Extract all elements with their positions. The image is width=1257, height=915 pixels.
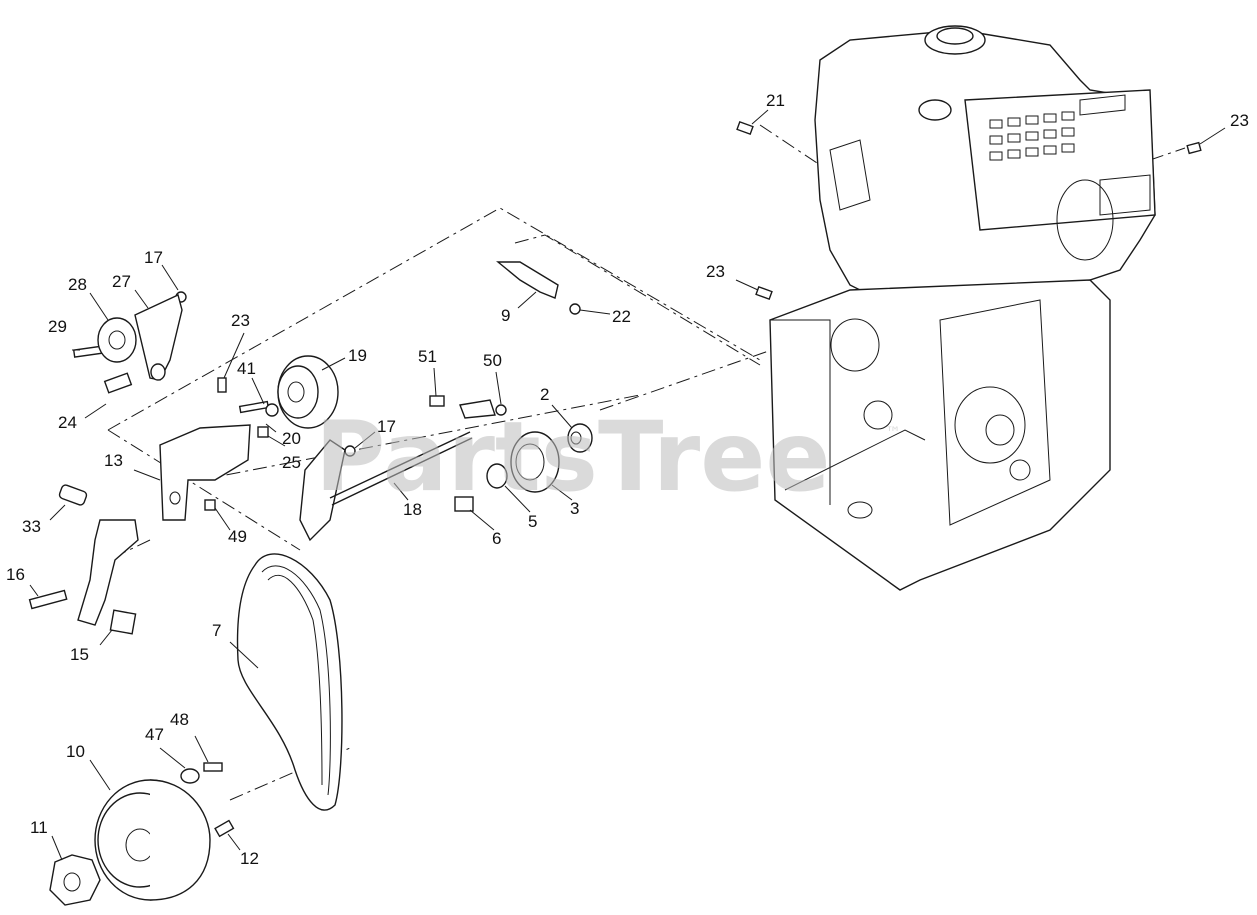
callout-labels: 21 23 23 23 17 28 27 29 24 41 19 20 25 1…	[6, 91, 1249, 868]
engine-shroud	[964, 89, 1156, 231]
brake-arm-and-rod	[299, 399, 496, 542]
callout-17-top: 17	[144, 248, 163, 267]
callout-29: 29	[48, 317, 67, 336]
bracket-13	[159, 424, 251, 521]
callout-21: 21	[766, 91, 785, 110]
callout-22: 22	[612, 307, 631, 326]
dipstick-cap	[918, 99, 952, 121]
callout-5: 5	[528, 512, 537, 531]
washer-47	[180, 768, 200, 784]
callout-19: 19	[348, 346, 367, 365]
watermark-text: PartsTree	[315, 401, 830, 513]
callout-10: 10	[66, 742, 85, 761]
idler-arm-assembly	[97, 294, 183, 381]
bracket-9	[496, 261, 559, 299]
brake-arm	[299, 439, 346, 542]
assembly-dash-lines	[107, 124, 1186, 801]
hub-11	[49, 854, 101, 906]
callout-47: 47	[145, 725, 164, 744]
spring-33	[58, 484, 88, 506]
callout-51: 51	[418, 347, 437, 366]
callout-23-frame: 23	[706, 262, 725, 281]
bolt-51	[429, 395, 445, 407]
callout-15: 15	[70, 645, 89, 664]
control-arm-bracket	[77, 519, 139, 626]
callout-23-bracket: 23	[231, 311, 250, 330]
bolt-23-bracket	[217, 377, 227, 393]
bolt-16	[28, 589, 68, 610]
bolt-23-frame	[755, 285, 773, 301]
callout-23-engine: 23	[1230, 111, 1249, 130]
washer-5	[486, 463, 508, 489]
bolt-12	[214, 819, 235, 838]
callout-16: 16	[6, 565, 25, 584]
callout-17-mid: 17	[377, 417, 396, 436]
callout-13: 13	[104, 451, 123, 470]
drive-belt-7	[236, 553, 343, 811]
housing-bearing-opening	[954, 386, 1026, 464]
idler-arm-27	[134, 294, 183, 381]
bolt-49	[204, 499, 216, 511]
hardware-items	[28, 120, 1202, 838]
frame-housing	[769, 279, 1111, 591]
leader-lines	[29, 109, 1226, 861]
drive-pulley-3	[510, 431, 560, 493]
callout-28: 28	[68, 275, 87, 294]
callout-7: 7	[212, 621, 221, 640]
callout-24: 24	[58, 413, 77, 432]
bushing-2	[567, 423, 593, 453]
callout-27: 27	[112, 272, 131, 291]
spacer-25	[257, 426, 269, 438]
callout-33: 33	[22, 517, 41, 536]
drive-pulley-10	[94, 779, 211, 901]
callout-20: 20	[282, 429, 301, 448]
callout-18: 18	[403, 500, 422, 519]
callout-48: 48	[170, 710, 189, 729]
callout-11: 11	[30, 818, 48, 837]
idler-pulley-19	[277, 355, 339, 429]
bolt-20	[238, 400, 270, 414]
bolt-21	[736, 120, 754, 136]
control-rod-18	[329, 431, 471, 499]
spacer-24	[103, 372, 133, 394]
drive-pulley-assembly	[510, 423, 593, 493]
handle-15	[109, 609, 137, 635]
callout-9: 9	[501, 306, 510, 325]
nut-50	[495, 404, 507, 416]
bolt-23-right	[1186, 141, 1202, 155]
engine-assembly	[814, 25, 1156, 311]
callout-12: 12	[240, 849, 259, 868]
bolt-6	[454, 496, 474, 512]
callout-49: 49	[228, 527, 247, 546]
callout-25: 25	[282, 453, 301, 472]
idler-pulley-28	[97, 317, 137, 363]
callout-6: 6	[492, 529, 501, 548]
watermark-trademark: ™	[885, 423, 901, 442]
callout-50: 50	[483, 351, 502, 370]
nut-22	[569, 303, 581, 315]
callout-41: 41	[237, 359, 256, 378]
washer-41	[265, 403, 279, 417]
callout-3: 3	[570, 499, 579, 518]
bolt-48	[203, 762, 223, 772]
callout-2: 2	[540, 385, 549, 404]
